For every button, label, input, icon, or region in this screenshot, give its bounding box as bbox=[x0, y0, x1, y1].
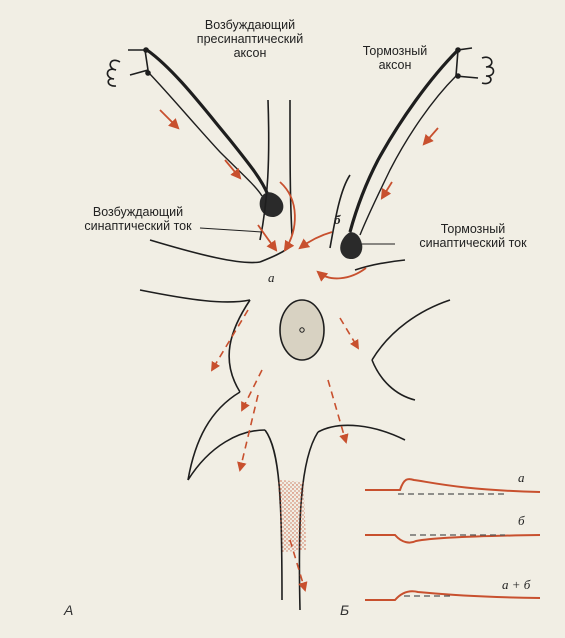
excitatory-current-label: Возбуждающий синаптический ток bbox=[68, 205, 208, 233]
excitatory-axon-label-line3: аксон bbox=[175, 46, 325, 60]
panel-a-label: А bbox=[64, 602, 73, 618]
excitatory-axon-label-line1: Возбуждающий bbox=[175, 18, 325, 32]
current-arrows bbox=[160, 110, 438, 278]
inhibitory-axon-label-line1: Тормозный bbox=[350, 44, 440, 58]
axon-initial-segment bbox=[278, 480, 306, 552]
current-a-label: а bbox=[268, 270, 275, 286]
leader-lines bbox=[200, 228, 395, 244]
trace-a bbox=[365, 479, 540, 494]
inhibitory-axon-label-line2: аксон bbox=[350, 58, 440, 72]
excitatory-terminal bbox=[260, 192, 284, 217]
trace-a-plus-b-label: а + б bbox=[502, 577, 530, 593]
inhibitory-axon bbox=[350, 48, 494, 235]
trace-a-label: а bbox=[518, 470, 525, 486]
trace-b-label: б bbox=[518, 513, 525, 529]
excitatory-axon-label-line2: пресинаптический bbox=[175, 32, 325, 46]
inhibitory-current-label-line1: Тормозный bbox=[398, 222, 548, 236]
inhibitory-current-label-line2: синаптический ток bbox=[398, 236, 548, 250]
inhibitory-current-label: Тормозный синаптический ток bbox=[398, 222, 548, 250]
excitatory-axon-label: Возбуждающий пресинаптический аксон bbox=[175, 18, 325, 60]
inhibitory-axon-coil bbox=[482, 57, 494, 83]
excitatory-axon-coil bbox=[107, 60, 120, 86]
excitatory-current-label-line1: Возбуждающий bbox=[68, 205, 208, 219]
panel-b-label: Б bbox=[340, 602, 349, 618]
excitatory-current-label-line2: синаптический ток bbox=[68, 219, 208, 233]
nucleus bbox=[280, 300, 324, 360]
excitatory-axon bbox=[107, 48, 268, 196]
inhibitory-terminal bbox=[340, 232, 362, 259]
trace-b bbox=[365, 535, 540, 543]
current-b-label: б bbox=[334, 212, 341, 228]
inhibitory-axon-label: Тормозный аксон bbox=[350, 44, 440, 72]
